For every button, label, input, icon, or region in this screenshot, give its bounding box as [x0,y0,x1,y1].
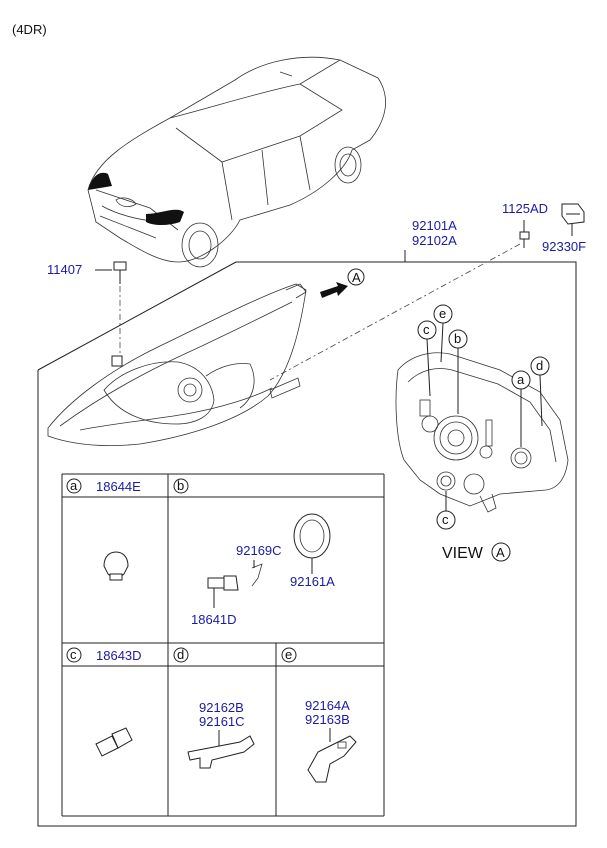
view-label-circle [491,542,511,562]
mounting-bracket-icon [307,735,357,783]
callout-c-top: c [417,320,437,397]
cell-e: e 92164A 92163B [281,647,357,783]
main-frame-diagonal [37,261,237,371]
cell-d-part-2: 92161C [199,714,245,729]
screw-part: 11407 [47,262,82,277]
cell-b-part-3: 18641D [191,612,237,627]
svg-text:a: a [70,478,78,493]
cell-a: a 18644E [66,478,141,581]
headlamp-assembly [47,283,307,446]
callout-b: b [448,329,468,414]
svg-text:e: e [439,306,446,321]
highlighted-headlamp-right [146,209,184,225]
svg-text:b: b [177,478,184,493]
bolt-icon [519,220,530,248]
bracket-icon [561,203,585,225]
cell-a-part: 18644E [96,479,141,494]
cell-d-part-1: 92162B [199,700,244,715]
halogen-bulb-icon [207,575,239,608]
svg-text:d: d [536,358,543,373]
bolt-part: 1125AD [502,201,548,216]
svg-text:a: a [517,372,525,387]
car-illustration [87,56,386,268]
cell-d: d 92162B 92161C [173,647,255,769]
callout-c-bottom: c [436,491,456,530]
spring-clip-icon [251,563,263,587]
svg-text:c: c [442,512,449,527]
view-a-circle [347,268,365,286]
cell-b-part-1: 92169C [236,543,282,558]
callout-e: e [433,304,453,363]
bracket-part: 92330F [542,239,586,254]
cell-e-part-1: 92164A [305,698,350,713]
headlamp-part-2: 92102A [412,233,457,248]
sub-parts-table [61,473,385,817]
svg-text:c: c [70,647,77,662]
screw-icon [113,261,127,284]
view-arrow-icon [320,282,348,298]
callout-a: a [511,370,531,447]
view-label-letter: A [496,545,505,560]
adjuster-bracket-icon [187,735,255,769]
cell-e-part-2: 92163B [305,712,350,727]
main-frame [37,261,577,827]
socket-ring-icon [293,513,331,559]
callout-d: d [530,356,550,427]
cell-b-part-2: 92161A [290,574,335,589]
svg-text:c: c [423,322,430,337]
view-label: VIEW [442,545,484,562]
highlighted-headlamp-left [88,172,112,190]
cell-c: c 18643D [66,647,142,757]
variant-label: (4DR) [12,22,47,37]
svg-text:e: e [285,647,292,662]
view-a-letter-top: A [352,270,361,285]
svg-text:d: d [177,647,184,662]
headlamp-part-1: 92101A [412,218,457,233]
cell-b: b 92169C 92161A 18641D [173,478,335,627]
bulb-icon [103,551,129,581]
svg-text:b: b [454,331,461,346]
cell-c-part: 18643D [96,648,142,663]
wedge-bulb-icon [95,727,133,757]
bolt-guide [269,243,521,381]
rear-view-housing [395,352,569,513]
